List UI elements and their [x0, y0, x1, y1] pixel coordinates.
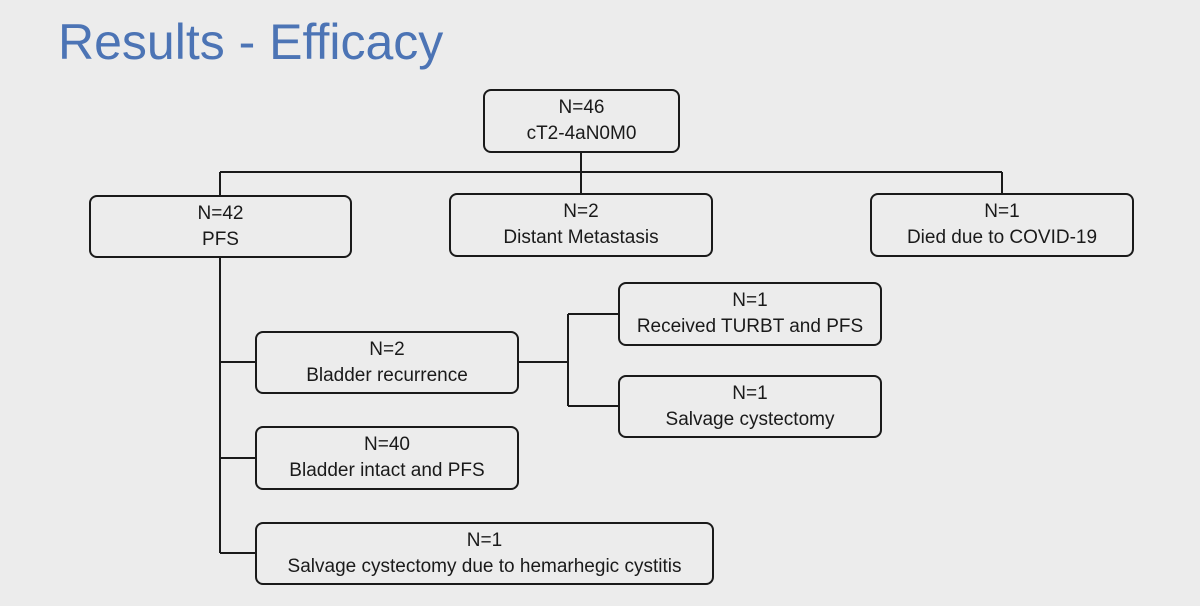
- node-pfs: N=42 PFS: [89, 195, 352, 258]
- node-turbt: N=1 Received TURBT and PFS: [618, 282, 882, 346]
- node-hemarhegic-count: N=1: [466, 529, 503, 551]
- node-bladder-recurrence-label: Bladder recurrence: [306, 364, 468, 386]
- node-bladder-intact-count: N=40: [364, 434, 410, 455]
- node-hemarhegic-label: Salvage cystectomy due to hemarhegic cys…: [287, 555, 682, 577]
- node-bladder-recurrence: N=2 Bladder recurrence: [255, 331, 519, 394]
- node-root: N=46 cT2-4aN0M0: [483, 89, 680, 153]
- node-turbt-label: Received TURBT and PFS: [636, 316, 864, 337]
- node-pfs-count: N=42: [197, 202, 244, 224]
- node-turbt-count: N=1: [732, 290, 768, 311]
- node-metastasis: N=2 Distant Metastasis: [449, 193, 713, 257]
- node-metastasis-label: Distant Metastasis: [503, 227, 659, 248]
- node-salvage-label: Salvage cystectomy: [665, 408, 835, 430]
- node-salvage-count: N=1: [732, 382, 768, 404]
- node-pfs-label: PFS: [202, 228, 239, 250]
- node-metastasis-count: N=2: [563, 201, 599, 222]
- slide-title: Results - Efficacy: [58, 14, 444, 70]
- node-root-label: cT2-4aN0M0: [526, 123, 637, 144]
- node-salvage: N=1 Salvage cystectomy: [618, 375, 882, 438]
- node-hemarhegic: N=1 Salvage cystectomy due to hemarhegic…: [255, 522, 714, 585]
- node-covid-label: Died due to COVID-19: [906, 227, 1098, 248]
- node-bladder-intact: N=40 Bladder intact and PFS: [255, 426, 519, 490]
- node-bladder-intact-label: Bladder intact and PFS: [289, 460, 485, 481]
- node-covid-count: N=1: [984, 201, 1020, 222]
- node-bladder-recurrence-count: N=2: [369, 338, 405, 360]
- node-covid: N=1 Died due to COVID-19: [870, 193, 1134, 257]
- node-root-count: N=46: [558, 97, 605, 118]
